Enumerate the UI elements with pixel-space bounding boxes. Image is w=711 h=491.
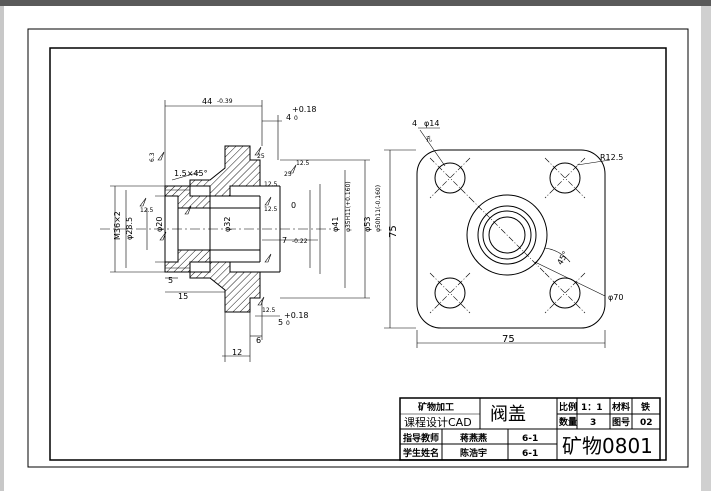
flange-upper (189, 145, 261, 197)
tb-student-label: 学生姓名 (403, 447, 439, 459)
tb-teacher-label: 指导教师 (403, 432, 439, 444)
ra-25-a: 25 (257, 153, 265, 160)
inner-border (49, 47, 667, 461)
section-dims: 44 -0.39 +0.18 4 0 1.5×45° 6.3 25 12.5 2… (113, 97, 382, 357)
ra-63: 6.3 (149, 152, 156, 162)
tb-qty-value: 3 (590, 418, 596, 428)
flange-lower (189, 261, 261, 313)
tb-scale-label: 比例 (559, 401, 577, 413)
tb-teacher-code: 6-1 (522, 434, 538, 444)
plan-view (384, 127, 611, 348)
dim-44-tol: -0.39 (217, 98, 233, 105)
dim-20: φ20 (155, 217, 164, 232)
window-top-bar (0, 0, 711, 6)
dim-hole-d: φ14 (424, 119, 439, 128)
dim-53: φ53 (363, 217, 372, 232)
dim-50h11: φ50h11(-0.160) (375, 185, 382, 232)
neck-lower (164, 249, 211, 273)
dim-4: 4 (286, 113, 291, 122)
dim-75-vertical: 75 (388, 225, 399, 238)
outer-border (27, 28, 689, 468)
drawing-sheet (4, 6, 701, 491)
plan-dims: 4 φ14 孔 R12.5 75 75 45° φ70 (388, 119, 623, 345)
tb-qty-label: 数量 (559, 416, 577, 428)
ra-125-e: 12.5 (262, 307, 276, 314)
dim-6: 6 (256, 336, 261, 345)
dim-hole-note: 孔 (426, 135, 432, 143)
ra-125-d: 12.5 (264, 181, 278, 188)
dim-5-b-tol: 0 (286, 320, 290, 327)
title-block (399, 397, 661, 461)
dim-chamfer: 1.5×45° (174, 169, 208, 178)
tb-course: 课程设计CAD (404, 416, 472, 429)
tb-material-value: 铁 (641, 401, 650, 413)
dim-holes-count: 4 (412, 119, 417, 128)
tb-scale-value: 1：1 (581, 403, 603, 413)
dim-12: 12 (232, 348, 242, 357)
dim-32: φ32 (223, 217, 232, 232)
plate-outline (416, 149, 606, 329)
hole-tr (549, 162, 581, 194)
dim-70: φ70 (608, 293, 623, 302)
tb-material-label: 材料 (611, 401, 630, 413)
dim-7-tol: -0.22 (292, 238, 308, 245)
tb-drawing-no-value: 02 (640, 418, 653, 428)
dim-r125: R12.5 (600, 153, 623, 162)
dim-018-top: +0.18 (292, 105, 317, 114)
tb-part-name: 阀盖 (490, 404, 526, 425)
ra-125-b: 12.5 (140, 207, 154, 214)
tb-teacher-name: 蒋燕燕 (460, 432, 487, 444)
ra-25-b: 25 (284, 171, 292, 178)
dim-44: 44 (202, 97, 212, 106)
dim-35h11: φ35H11(+0.160) (345, 181, 352, 232)
dim-thread: M36×2 (113, 211, 122, 240)
tb-school: 矿物加工 (418, 401, 454, 413)
ra-125-c: 12.5 (264, 206, 278, 213)
dim-5-018: +0.18 (284, 311, 309, 320)
dim-15: 15 (178, 292, 188, 301)
dim-5: 5 (168, 276, 173, 285)
dim-5-b: 5 (278, 318, 283, 327)
hole-tl (434, 162, 466, 194)
dim-zero: 0 (291, 201, 296, 210)
tb-student-code: 6-1 (522, 449, 538, 459)
tb-class-id: 矿物0801 (562, 434, 653, 458)
section-view (100, 100, 370, 362)
neck-upper (164, 185, 211, 209)
dim-7: 7 (282, 236, 287, 245)
tb-drawing-no-label: 图号 (612, 417, 630, 428)
hole-br (549, 277, 581, 309)
hole-bl (434, 277, 466, 309)
ra-125-a: 12.5 (296, 160, 310, 167)
boss-circle (466, 194, 548, 276)
dim-41: φ41 (331, 217, 340, 232)
left-border (0, 6, 4, 491)
dim-4-tol: 0 (294, 115, 298, 122)
right-border (701, 6, 711, 491)
tb-student-name: 陈浩宇 (460, 447, 487, 459)
dim-285: φ28.5 (125, 217, 134, 240)
dim-75-horizontal: 75 (502, 334, 515, 345)
